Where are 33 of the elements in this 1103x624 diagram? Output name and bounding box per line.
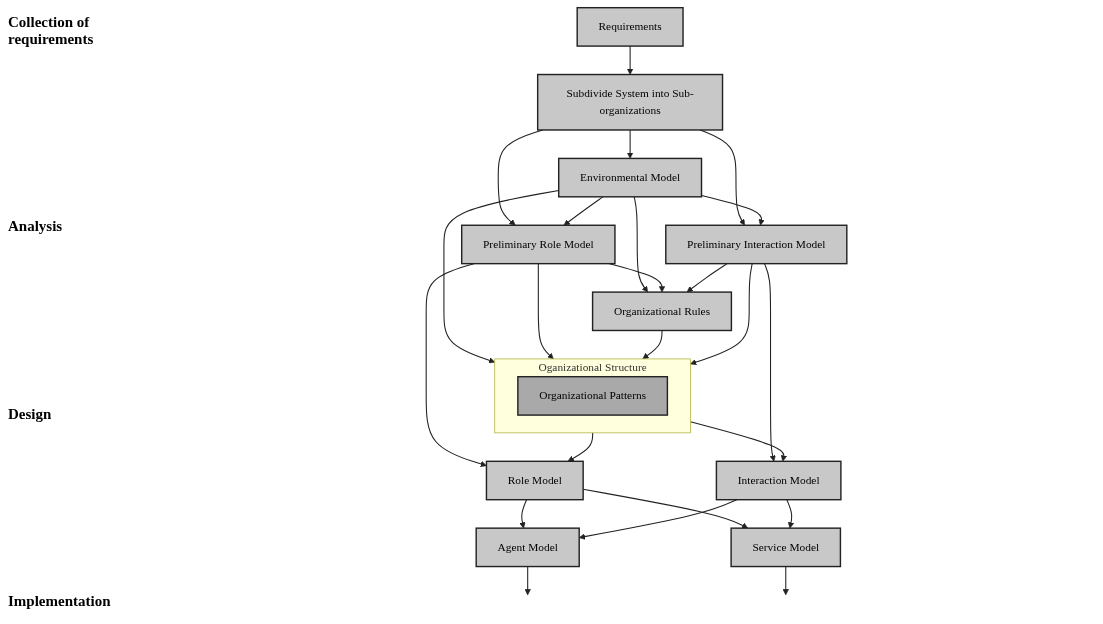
node-box: Subdivide System into Sub-organizations	[536, 73, 724, 131]
arrow	[686, 263, 728, 293]
arrow	[690, 263, 753, 366]
node-box: Role Model	[485, 460, 584, 501]
arrow	[633, 196, 649, 293]
arrow	[627, 129, 634, 159]
arrow	[642, 329, 663, 360]
node-box: Preliminary Role Model	[461, 224, 616, 265]
node-box: Agent Model	[475, 527, 580, 568]
phase-label: Design	[8, 405, 53, 423]
arrow	[701, 195, 765, 226]
arrow	[786, 499, 795, 529]
phase-label: Implementation	[8, 593, 112, 610]
node-box: Requirements	[576, 7, 684, 47]
node-box: Interaction Model	[715, 460, 842, 501]
node-box: Service Model	[730, 527, 842, 568]
node-box: Organizational Patterns	[517, 376, 669, 416]
phase-label: Collection of requirements	[8, 14, 95, 48]
arrow	[627, 45, 634, 75]
node-box: Organizational Rules	[591, 291, 733, 332]
arrow	[782, 566, 789, 596]
arrow	[563, 196, 604, 226]
arrow	[524, 566, 531, 596]
node-box: Preliminary Interaction Model	[665, 224, 848, 265]
arrow	[689, 421, 787, 462]
arrow	[567, 432, 594, 462]
phase-label: Analysis	[8, 218, 64, 236]
arrow	[519, 499, 528, 529]
arrow	[763, 263, 776, 462]
arrow	[537, 263, 554, 360]
arrow	[699, 129, 745, 226]
node-box: Environmental Model	[558, 157, 703, 198]
arrow	[425, 263, 487, 467]
